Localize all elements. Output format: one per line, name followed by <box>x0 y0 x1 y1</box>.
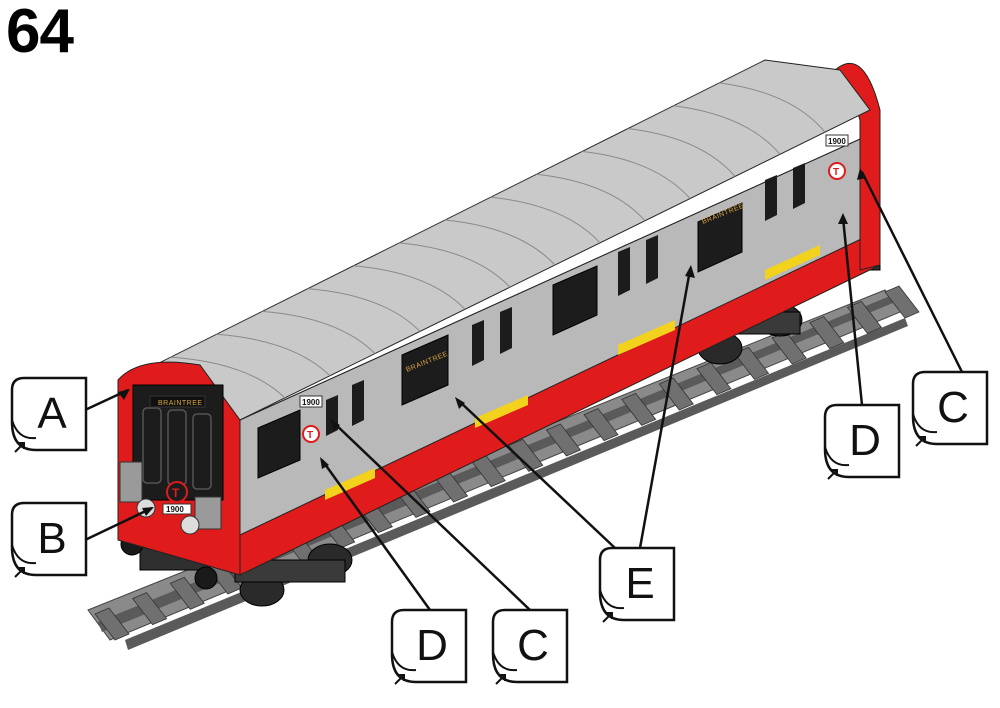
callout-b: B <box>10 501 88 578</box>
callout-arrow-icon <box>14 567 25 578</box>
roof-panel-line <box>627 128 736 177</box>
roof-panel-line <box>399 242 511 288</box>
track-sleeper <box>545 423 582 457</box>
callout-arrow-icon <box>495 674 506 685</box>
callout-arrow-icon <box>394 674 405 685</box>
callout-box-fold <box>824 446 850 467</box>
roof-panel-line <box>719 82 826 133</box>
track-sleeper <box>169 576 205 610</box>
roof-panel-line <box>444 219 556 266</box>
track-sleeper <box>131 592 168 626</box>
front-end: BRAINTREE T 1900 <box>117 361 241 576</box>
track-sleeper <box>94 607 130 641</box>
front-car-number: 1900 <box>166 505 184 514</box>
roof-panel-line <box>536 173 646 222</box>
callout-box-fold <box>599 589 625 610</box>
track-sleeper <box>696 362 732 396</box>
side-details: BRAINTREE BRAINTREE 1900 T 1900 T <box>257 134 849 500</box>
callout-label: C <box>937 383 969 432</box>
track-sleeper <box>733 346 770 380</box>
callout-label: D <box>416 621 448 670</box>
callout-arrow-icon <box>827 469 838 480</box>
roof-panel-line <box>170 356 286 399</box>
step-number: 64 <box>6 0 74 66</box>
roof-panel-line <box>353 265 466 310</box>
side-car-number-1: 1900 <box>302 398 320 407</box>
roof-panel-line <box>216 333 331 377</box>
callout-d1: D <box>823 403 901 480</box>
roof-panel-line <box>307 288 421 332</box>
roof-panel-line <box>582 150 691 199</box>
track-sleeper <box>621 392 657 426</box>
roof-panel-line <box>262 310 376 354</box>
roof-panel-line <box>673 105 781 155</box>
callout-label: B <box>37 514 66 563</box>
callout-label: C <box>517 621 549 670</box>
track-sleeper <box>846 300 883 334</box>
callout-boxes: A B C D C D E <box>10 370 989 685</box>
callout-arrow-icon <box>14 442 25 453</box>
callout-c2: C <box>491 608 569 685</box>
side-logo-2: T <box>833 167 839 178</box>
track-sleeper <box>884 285 920 319</box>
track-sleeper <box>583 408 619 442</box>
callout-c1: C <box>911 370 989 447</box>
side-car-number-2: 1900 <box>828 137 846 146</box>
callout-box-fold <box>912 413 938 434</box>
callout-label: E <box>625 559 654 608</box>
callout-box-fold <box>391 651 417 672</box>
callout-box-fold <box>11 544 37 565</box>
callout-box-fold <box>492 651 518 672</box>
callout-d2: D <box>390 608 468 685</box>
track-sleeper <box>658 377 694 411</box>
callout-arrow-icon <box>602 612 613 623</box>
roof <box>123 59 871 421</box>
callout-box-fold <box>11 419 37 440</box>
leader-arrowheads <box>118 168 866 516</box>
side-logo-1: T <box>307 430 313 441</box>
roof-panel-line <box>490 196 601 244</box>
callout-arrow-icon <box>915 436 926 447</box>
callout-label: A <box>37 389 67 438</box>
track-sleeper <box>508 438 544 472</box>
callout-label: D <box>849 416 881 465</box>
front-logo: T <box>172 486 180 500</box>
front-destination-sign: BRAINTREE <box>158 400 203 407</box>
callout-e: E <box>598 546 676 623</box>
track-sleeper <box>809 316 845 350</box>
callout-a: A <box>10 376 88 453</box>
